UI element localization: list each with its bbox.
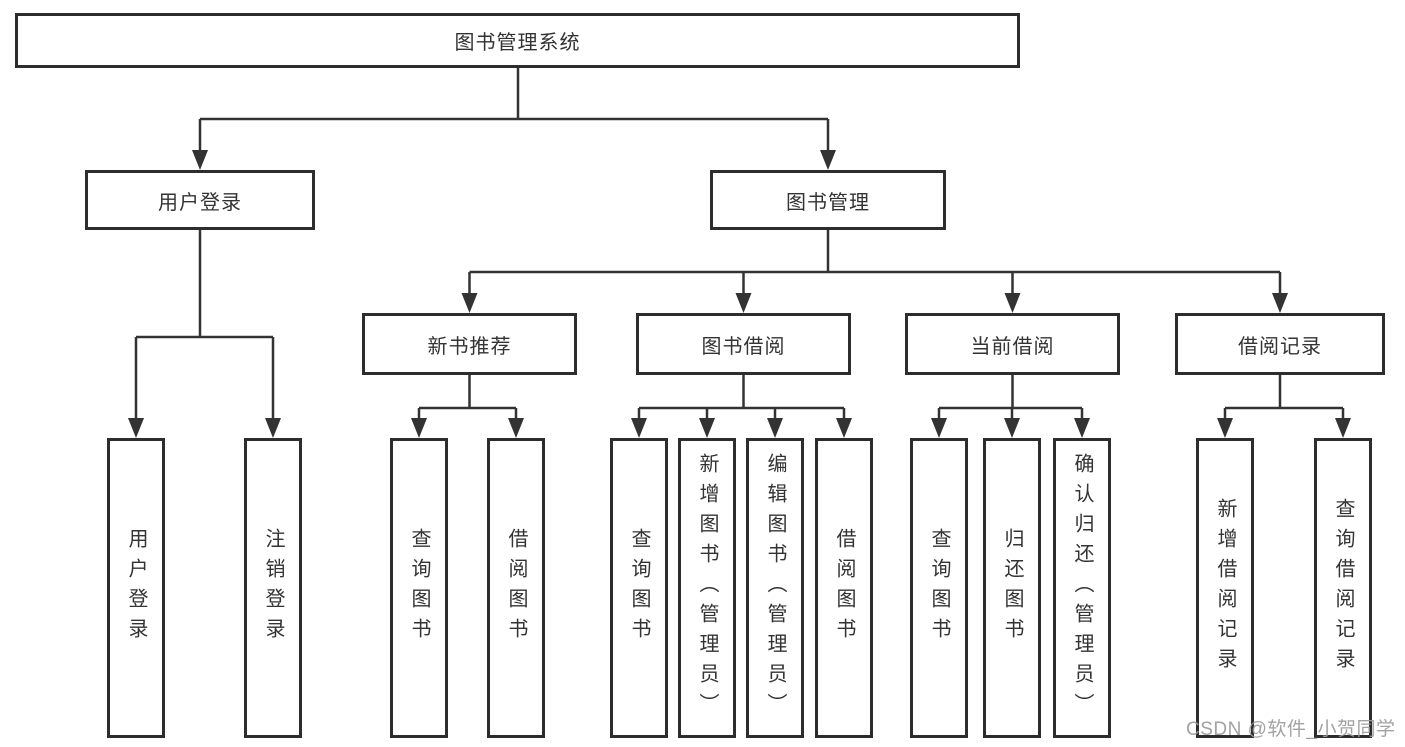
node-label: 编辑图书（管理员） (764, 453, 786, 723)
node-label: 新书推荐 (427, 335, 512, 358)
leaf-logout-login: 注销登录 (244, 438, 302, 738)
node-new-book-recommend: 新书推荐 (362, 313, 577, 375)
node-label: 借阅图书 (505, 528, 527, 648)
node-book-management: 图书管理 (710, 170, 946, 230)
leaf-add-borrow-record: 新增借阅记录 (1196, 438, 1254, 738)
leaf-query-books: 查询图书 (910, 438, 968, 738)
leaf-borrow-books: 借阅图书 (487, 438, 545, 738)
node-label: 查询图书 (408, 528, 430, 648)
node-label: 归还图书 (1001, 528, 1023, 648)
node-label: 用户登录 (125, 528, 147, 648)
leaf-return-books: 归还图书 (983, 438, 1041, 738)
node-current-borrow: 当前借阅 (905, 313, 1120, 375)
node-label: 当前借阅 (970, 335, 1055, 358)
node-label: 借阅图书 (833, 528, 855, 648)
node-label: 借阅记录 (1238, 335, 1322, 358)
leaf-edit-books-admin: 编辑图书（管理员） (746, 438, 804, 738)
leaf-query-borrow-record: 查询借阅记录 (1314, 438, 1372, 738)
node-label: 图书管理系统 (454, 32, 581, 54)
node-book-borrow: 图书借阅 (636, 313, 851, 375)
node-label: 确认归还（管理员） (1071, 453, 1093, 723)
leaf-confirm-return-admin: 确认归还（管理员） (1053, 438, 1111, 738)
leaf-borrow-books: 借阅图书 (815, 438, 873, 738)
leaf-add-books-admin: 新增图书（管理员） (678, 438, 736, 738)
node-label: 查询图书 (928, 528, 950, 648)
leaf-query-books: 查询图书 (610, 438, 668, 738)
node-label: 新增借阅记录 (1214, 498, 1236, 678)
node-borrow-records: 借阅记录 (1175, 313, 1385, 375)
node-label: 用户登录 (158, 191, 242, 214)
csdn-watermark: CSDN @软件_小贺同学 (1186, 719, 1396, 740)
node-label: 图书管理 (786, 191, 870, 214)
node-library-management-system: 图书管理系统 (15, 13, 1020, 68)
node-label: 查询借阅记录 (1332, 498, 1354, 678)
node-label: 注销登录 (262, 528, 284, 648)
node-label: 图书借阅 (701, 335, 786, 358)
node-user-login: 用户登录 (85, 170, 315, 230)
leaf-user-login: 用户登录 (107, 438, 165, 738)
leaf-query-books: 查询图书 (390, 438, 448, 738)
node-label: 查询图书 (628, 528, 650, 648)
node-label: 新增图书（管理员） (696, 453, 718, 723)
